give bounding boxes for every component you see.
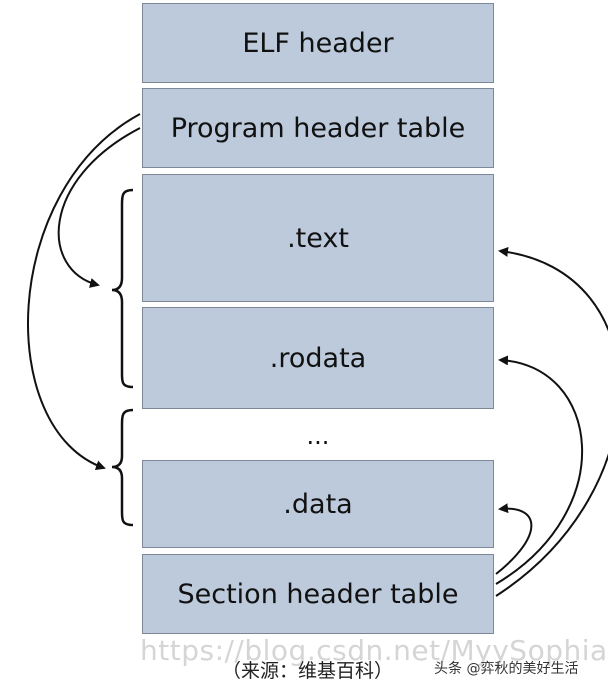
segment-brace-lower xyxy=(111,408,134,527)
rodata-section-label: .rodata xyxy=(269,342,367,374)
data-section-label: .data xyxy=(283,488,353,520)
segment-brace-upper xyxy=(111,188,134,389)
section-header-to-rodata-arrow xyxy=(495,355,583,585)
program-header-table-block: Program header table xyxy=(142,88,494,168)
text-section-label: .text xyxy=(287,222,349,254)
ellipsis: ... xyxy=(306,422,330,450)
data-section-block: .data xyxy=(142,460,494,548)
rodata-section-block: .rodata xyxy=(142,307,494,409)
section-header-table-label: Section header table xyxy=(177,578,459,610)
elf-header-label: ELF header xyxy=(242,27,394,59)
source-caption: （来源：维基百科） xyxy=(222,660,394,682)
section-header-table-block: Section header table xyxy=(142,554,494,634)
program-header-to-text-arrow xyxy=(57,127,141,288)
author-credit: 头条 @弈秋的美好生活 xyxy=(434,661,579,677)
program-header-to-data-arrow xyxy=(27,113,141,471)
program-header-table-label: Program header table xyxy=(170,112,466,144)
elf-header-block: ELF header xyxy=(142,3,494,83)
watermark-text: https://blog.csdn.net/MyySophia xyxy=(140,634,608,667)
section-header-to-data-arrow xyxy=(495,503,533,575)
text-section-block: .text xyxy=(142,174,494,302)
section-header-to-text-arrow xyxy=(495,246,608,597)
